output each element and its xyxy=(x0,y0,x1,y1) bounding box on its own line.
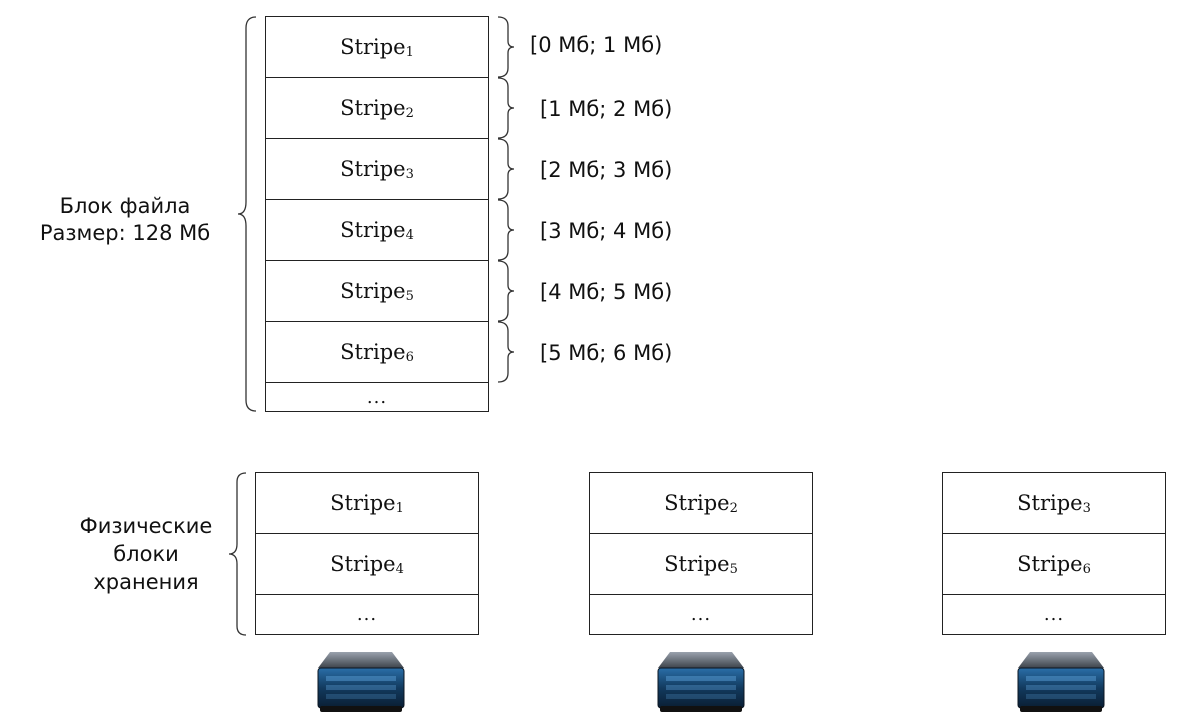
stripe-range-4: [3 Мб; 4 Мб) xyxy=(540,219,673,243)
server-icon xyxy=(1017,652,1105,712)
stripe-range-5: [4 Мб; 5 Мб) xyxy=(540,280,673,304)
range-brace-5-icon xyxy=(497,260,515,322)
stripe-range-1: [0 Мб; 1 Мб) xyxy=(530,33,663,57)
file-block-size: Размер: 128 Мб xyxy=(39,221,211,245)
physical-blocks-label-line-1: Физические xyxy=(79,514,213,538)
server-icon xyxy=(657,652,745,712)
node-3-ellipsis: ... xyxy=(942,594,1166,635)
physical-blocks-brace-icon xyxy=(228,472,247,636)
range-brace-1-icon xyxy=(497,16,515,78)
physical-blocks-label-line-3: хранения xyxy=(93,570,199,594)
physical-blocks-label-line-2: блоки xyxy=(113,542,179,566)
range-brace-3-icon xyxy=(497,138,515,200)
stripe-range-2: [1 Мб; 2 Мб) xyxy=(540,97,673,121)
file-block-label: Блок файла Размер: 128 Мб xyxy=(22,193,228,247)
node-1-ellipsis: ... xyxy=(255,594,479,635)
file-block-brace-icon xyxy=(237,16,257,412)
file-block-title: Блок файла xyxy=(59,194,191,218)
stripe-range-3: [2 Мб; 3 Мб) xyxy=(540,158,673,182)
range-brace-6-icon xyxy=(497,321,515,383)
range-brace-2-icon xyxy=(497,77,515,139)
range-brace-4-icon xyxy=(497,199,515,261)
physical-blocks-label: Физические блоки хранения xyxy=(60,512,232,596)
file-stripe-ellipsis: ... xyxy=(265,382,489,412)
node-2-ellipsis: ... xyxy=(589,594,813,635)
stripe-range-6: [5 Мб; 6 Мб) xyxy=(540,341,673,365)
server-icon xyxy=(317,652,405,712)
